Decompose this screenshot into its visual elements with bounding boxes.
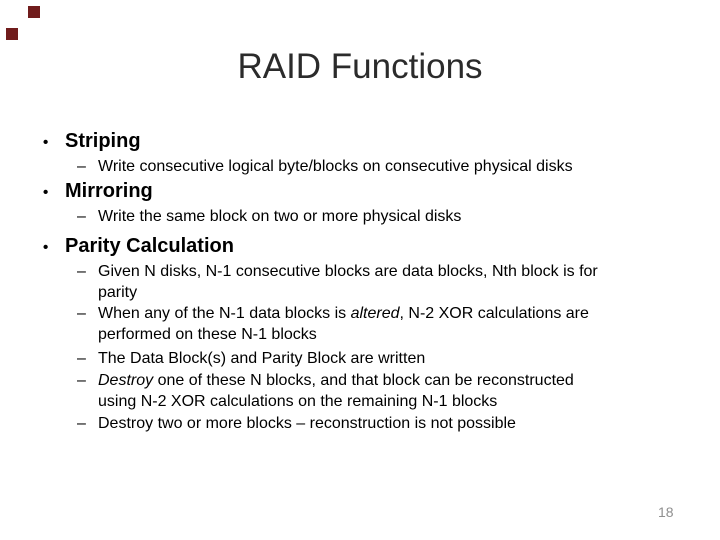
sub-bullet-text: Given N disks, N-1 consecutive blocks ar… xyxy=(98,263,598,301)
dash-marker: – xyxy=(77,415,86,432)
bullet-item: • Parity Calculation xyxy=(43,233,683,261)
bullet-marker: • xyxy=(43,134,49,151)
sub-bullet-item: –When any of the N-1 data blocks is alte… xyxy=(43,303,683,345)
sub-bullet-item: –Destroy two or more blocks – reconstruc… xyxy=(43,413,683,434)
dash-marker: – xyxy=(77,305,86,322)
dash-marker: – xyxy=(77,350,86,367)
bullet-marker: • xyxy=(43,239,49,256)
sub-bullet-text: Write consecutive logical byte/blocks on… xyxy=(98,158,573,175)
corner-mark-horizontal xyxy=(28,6,40,18)
bullet-item-label: Mirroring xyxy=(65,180,153,202)
sub-bullet-item: –Write consecutive logical byte/blocks o… xyxy=(43,156,683,177)
dash-marker: – xyxy=(77,208,86,225)
sub-bullet-text: When any of the N-1 data blocks is alter… xyxy=(98,305,589,343)
sub-bullet-text: Destroy two or more blocks – reconstruct… xyxy=(98,415,516,432)
bullet-section: •Parity Calculation–Given N disks, N-1 c… xyxy=(43,233,683,434)
page-number: 18 xyxy=(658,504,674,520)
bullet-item-label: Parity Calculation xyxy=(65,235,234,257)
slide-body: •Striping–Write consecutive logical byte… xyxy=(43,128,683,434)
bullet-section: • Mirroring –Write the same block on two o… xyxy=(43,178,683,227)
sub-bullet-item: –Given N disks, N-1 consecutive blocks a… xyxy=(43,261,683,303)
sub-bullet-item: –Write the same block on two or more phy… xyxy=(43,206,683,227)
bullet-marker: • xyxy=(43,184,49,201)
dash-marker: – xyxy=(77,372,86,389)
sub-bullet-text: The Data Block(s) and Parity Block are w… xyxy=(98,350,426,367)
dash-marker: – xyxy=(77,158,86,175)
bullet-section: • Striping –Write consecutive logical byte… xyxy=(43,128,683,177)
sub-bullet-item: –The Data Block(s) and Parity Block are … xyxy=(43,348,683,369)
sub-bullet-text: Write the same block on two or more phys… xyxy=(98,208,462,225)
bullet-item-label: Striping xyxy=(65,130,141,152)
bullet-item: • Mirroring xyxy=(43,178,683,206)
dash-marker: – xyxy=(77,263,86,280)
corner-mark-vertical xyxy=(6,28,18,40)
bullet-item: • Striping xyxy=(43,128,683,156)
slide-title: RAID Functions xyxy=(237,47,483,86)
sub-bullet-item: –Destroy one of these N blocks, and that… xyxy=(43,370,683,412)
sub-bullet-text: Destroy one of these N blocks, and that … xyxy=(98,372,574,410)
